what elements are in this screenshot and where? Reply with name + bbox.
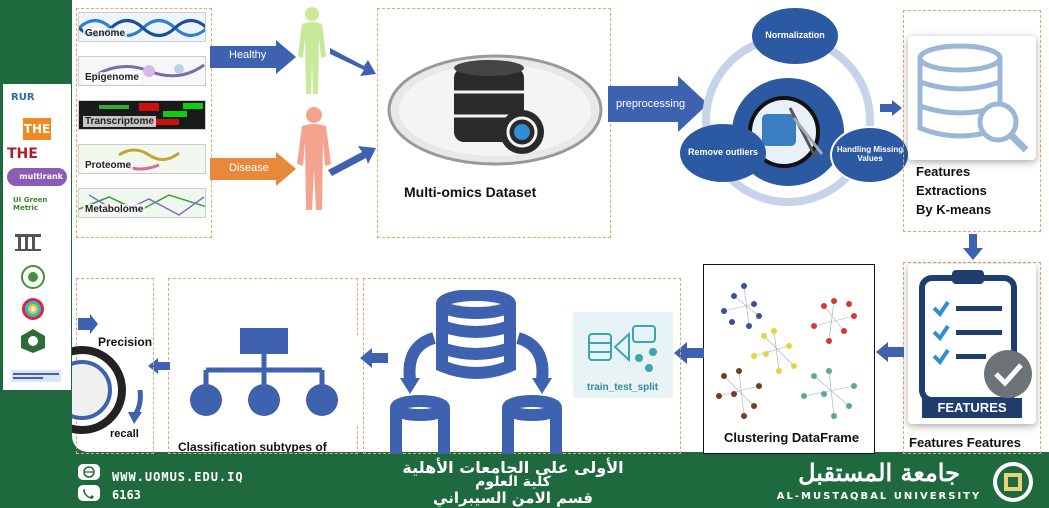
database-split-icon bbox=[390, 290, 562, 454]
footer-bar bbox=[0, 458, 1049, 508]
university-arabic-name: جامعة المستقبل bbox=[798, 458, 960, 487]
left-sidebar: RUR THE THE multirank UI Green Metric bbox=[0, 0, 72, 458]
healthy-label: Healthy bbox=[229, 49, 267, 61]
disease-human-icon bbox=[297, 107, 331, 210]
omics-transcriptome: Transcriptome bbox=[78, 100, 206, 130]
omics-box bbox=[76, 8, 212, 238]
healthy-arrow bbox=[210, 40, 296, 74]
healthy-human-icon bbox=[298, 7, 326, 94]
recall-label: recall bbox=[110, 428, 139, 440]
omics-label-transcriptome: Transcriptome bbox=[83, 116, 156, 127]
checklist-icon bbox=[919, 270, 1032, 403]
split-box bbox=[363, 278, 681, 454]
data-analysis-icon bbox=[588, 325, 657, 372]
epigenome-icon bbox=[88, 63, 205, 81]
arrow-to-split bbox=[674, 342, 704, 364]
university-seal-icon bbox=[993, 462, 1033, 502]
phone-icon bbox=[78, 485, 100, 501]
hierarchy-icon bbox=[190, 328, 338, 416]
the-logo: THE bbox=[23, 118, 51, 140]
footer-arabic-line2: كلية العلوم bbox=[475, 474, 551, 490]
accreditation-logos-panel: RUR THE THE multirank UI Green Metric bbox=[3, 84, 71, 390]
handling-missing-node: Handling Missing Values bbox=[830, 126, 910, 184]
preprocessing-label: preprocessing bbox=[616, 98, 686, 110]
clustering-label: Clustering DataFrame bbox=[724, 430, 860, 445]
classification-card bbox=[172, 318, 358, 426]
dataset-box bbox=[377, 8, 611, 238]
omics-label-genome: Genome bbox=[83, 28, 128, 39]
multirank-logo: multirank bbox=[7, 168, 67, 186]
omics-genome: Genome bbox=[78, 12, 206, 42]
arrow-to-dataset-top bbox=[330, 48, 376, 76]
footer-arabic-line1: الأولى على الجامعات الأهلية bbox=[402, 458, 624, 477]
features-features-label: Features Features bbox=[909, 435, 1021, 450]
the-ranking-logo: THE bbox=[7, 146, 38, 162]
website-link[interactable]: WWW.UOMUS.EDU.IQ bbox=[112, 470, 244, 484]
features-extraction-line1: Features bbox=[916, 164, 971, 179]
university-english-name: AL-MUSTAQBAL UNIVERSITY bbox=[776, 491, 982, 502]
omics-metabolome: Metabolome bbox=[78, 188, 206, 218]
building-logo-icon bbox=[15, 234, 41, 251]
remove-outliers-node: Remove outliers bbox=[680, 124, 766, 182]
features-card: FEATURES bbox=[908, 264, 1036, 424]
arab-rank-logo-icon bbox=[21, 265, 45, 289]
arrow-down-features bbox=[963, 234, 983, 260]
arrow-to-classification bbox=[360, 348, 388, 368]
arrow-to-features-extraction bbox=[880, 100, 902, 116]
database-search-icon bbox=[917, 43, 1029, 153]
omics-label-metabolome: Metabolome bbox=[83, 204, 146, 215]
normalization-node: Normalization bbox=[752, 8, 838, 64]
disease-label: Disease bbox=[229, 162, 269, 174]
metrics-panel bbox=[72, 278, 166, 454]
preprocessing-arrow bbox=[608, 76, 708, 132]
precision-label: Precision bbox=[98, 335, 153, 349]
omics-epigenome: Epigenome bbox=[78, 56, 206, 86]
features-extraction-card bbox=[908, 36, 1036, 160]
arrow-to-dataset-bottom bbox=[328, 146, 376, 176]
footer-arabic-line3: قسم الامن السيبراني bbox=[433, 489, 593, 507]
omics-label-proteome: Proteome bbox=[83, 160, 134, 171]
greenmetric-logo: UI Green Metric bbox=[13, 196, 48, 212]
features-extraction-line2: Extractions bbox=[916, 183, 987, 198]
omics-proteome: Proteome bbox=[78, 144, 206, 174]
disease-arrow bbox=[210, 152, 296, 186]
features-extraction-box bbox=[903, 10, 1041, 232]
cluster-network-icon bbox=[716, 283, 857, 419]
train-test-split-card: train_test_split bbox=[573, 312, 673, 398]
federation-logo-icon bbox=[21, 329, 45, 353]
classification-label: Classification subtypes of bbox=[178, 440, 327, 452]
features-extraction-line3: By K-means bbox=[916, 202, 992, 217]
omics-label-epigenome: Epigenome bbox=[83, 72, 141, 83]
world-universities-logo bbox=[11, 370, 67, 384]
dataset-title: Multi-omics Dataset bbox=[404, 184, 537, 200]
train-test-split-label: train_test_split bbox=[587, 382, 659, 393]
features-box bbox=[903, 262, 1041, 454]
rur-logo: RUR bbox=[11, 92, 35, 103]
arrow-to-clustering bbox=[876, 342, 904, 362]
features-badge: FEATURES bbox=[922, 398, 1022, 418]
sdg-logo-icon bbox=[22, 298, 44, 320]
phone-number: 6163 bbox=[112, 488, 141, 502]
globe-icon bbox=[78, 464, 100, 480]
database-gear-icon bbox=[387, 54, 603, 166]
metrics-cycle-icon bbox=[72, 314, 143, 434]
